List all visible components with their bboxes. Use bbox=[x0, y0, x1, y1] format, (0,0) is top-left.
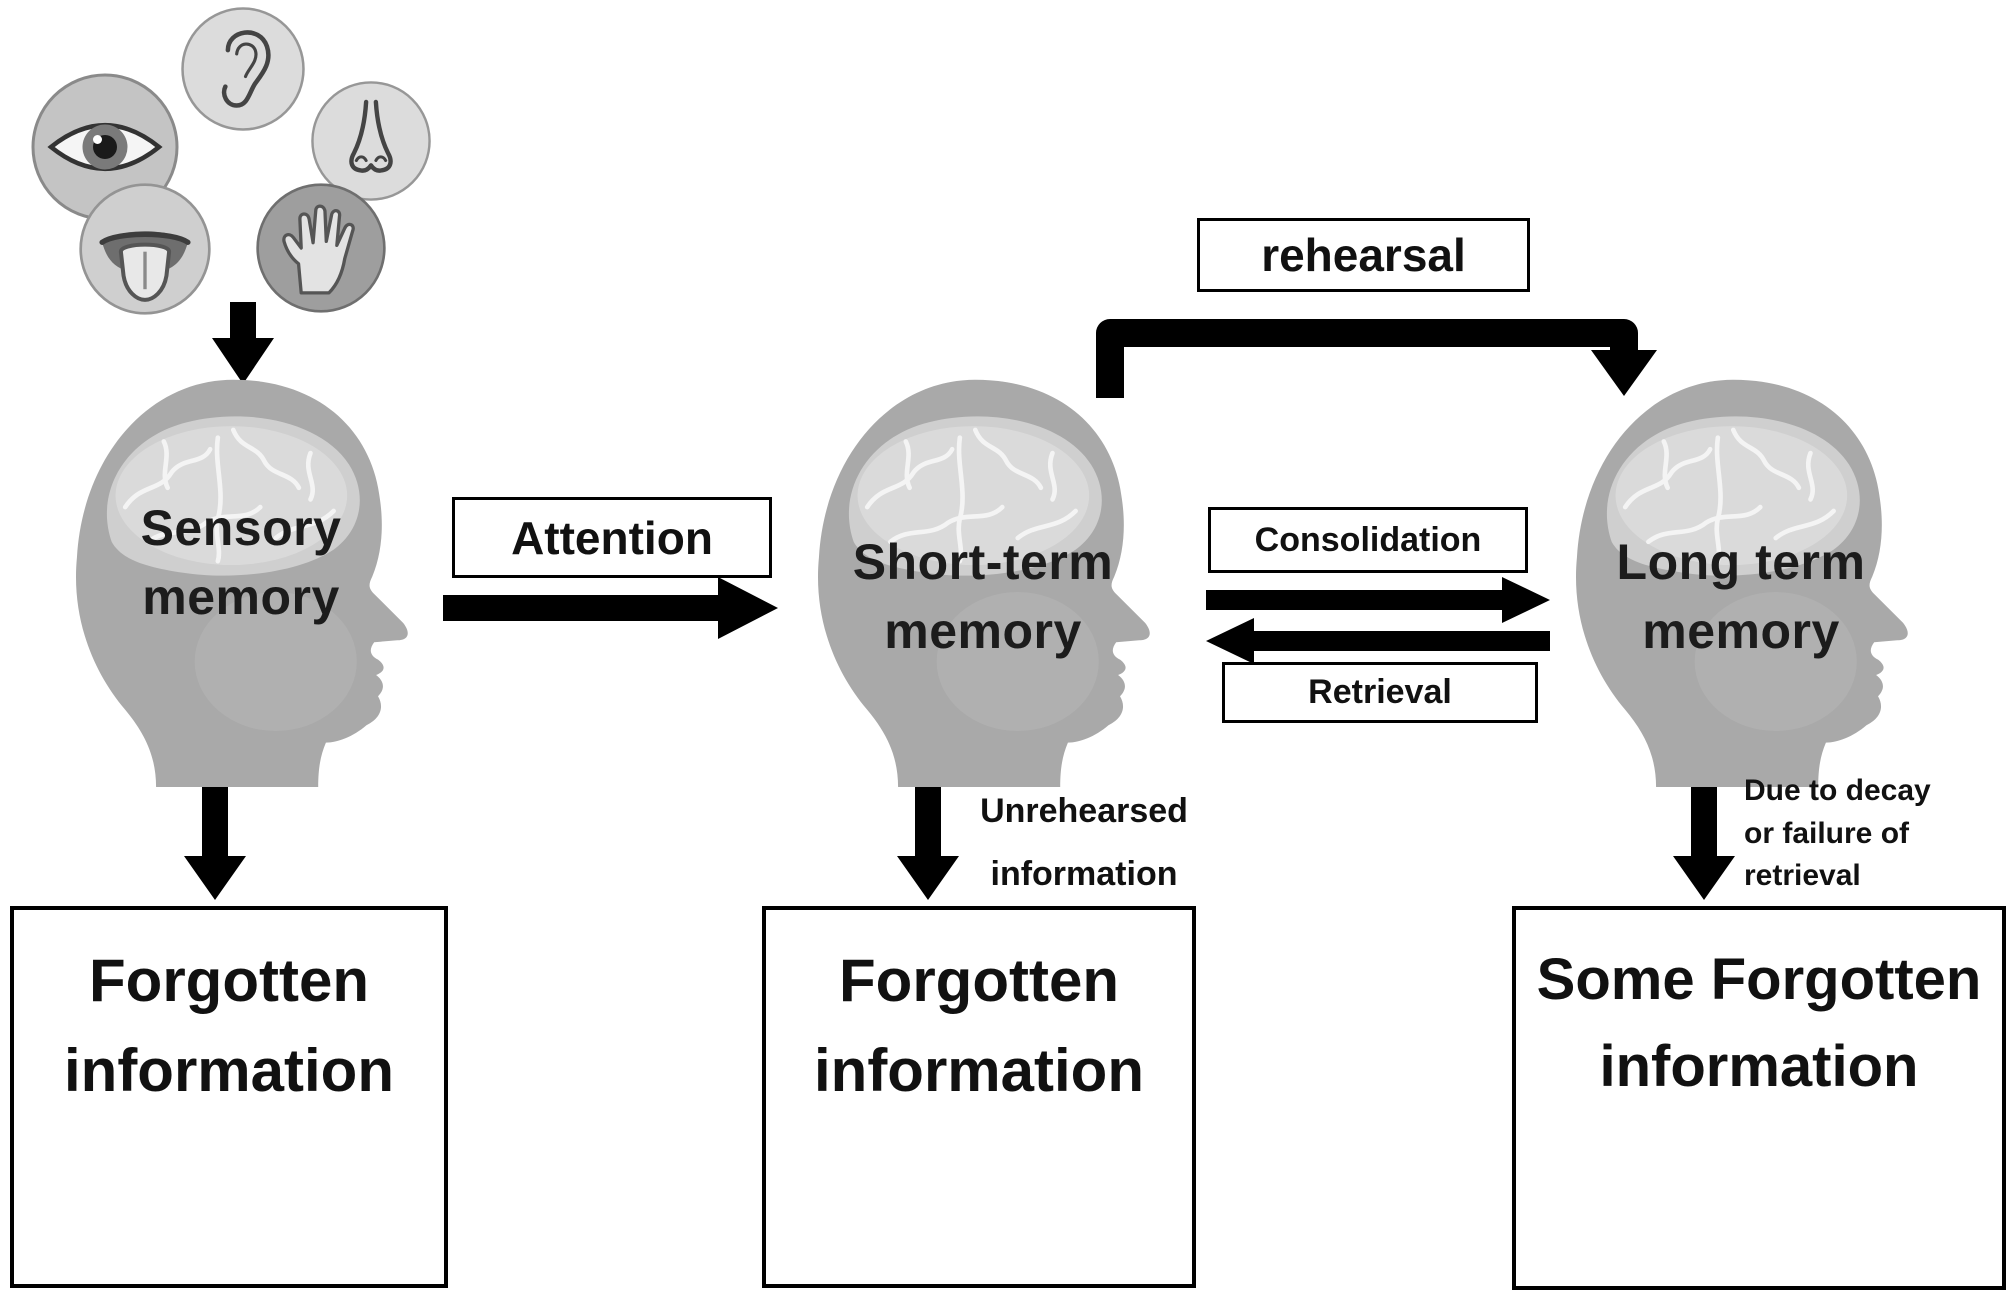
some-forgotten-information-box-long-term: Some Forgotten information bbox=[1512, 906, 2006, 1290]
forgotten-information-box-sensory: Forgotten information bbox=[10, 906, 448, 1288]
forgotten-shortterm-line2: information bbox=[814, 1037, 1144, 1104]
longterm-forgotten-arrow bbox=[1673, 786, 1735, 900]
sensory-memory-label-line2: memory bbox=[142, 569, 340, 625]
unrehearsed-annotation-line1: Unrehearsed bbox=[980, 792, 1188, 830]
short-term-memory-node: Short-term memory bbox=[790, 372, 1176, 787]
long-term-memory-label: Long term memory bbox=[1548, 528, 1934, 666]
long-term-memory-label-line1: Long term bbox=[1616, 534, 1866, 590]
sensory-memory-label-line1: Sensory bbox=[140, 500, 342, 556]
decay-annotation-line2: or failure of bbox=[1744, 816, 1910, 850]
sensory-forgotten-arrow bbox=[184, 786, 246, 900]
hand-icon bbox=[255, 182, 387, 314]
unrehearsed-information-annotation: Unrehearsed information bbox=[950, 780, 1218, 906]
forgotten-shortterm-line1: Forgotten bbox=[839, 947, 1119, 1014]
decay-or-retrieval-failure-annotation: Due to decay or failure of retrieval bbox=[1744, 770, 2006, 898]
attention-arrow bbox=[443, 577, 778, 639]
sensory-memory-label: Sensory memory bbox=[48, 494, 434, 632]
forgotten-longterm-line1: Some Forgotten bbox=[1536, 947, 1982, 1012]
forgotten-information-box-short-term: Forgotten information bbox=[762, 906, 1196, 1288]
ear-icon bbox=[180, 6, 306, 132]
consolidation-arrow bbox=[1206, 577, 1550, 623]
rehearsal-arrow-shaft bbox=[1096, 319, 1638, 398]
attention-label-box: Attention bbox=[452, 497, 772, 578]
short-term-memory-label: Short-term memory bbox=[790, 528, 1176, 666]
consolidation-label-box: Consolidation bbox=[1208, 507, 1528, 573]
retrieval-arrow bbox=[1206, 618, 1550, 664]
unrehearsed-annotation-line2: information bbox=[990, 854, 1178, 893]
sensory-memory-node: Sensory memory bbox=[48, 372, 434, 787]
decay-annotation-line1: Due to decay bbox=[1744, 774, 1931, 807]
forgotten-sensory-line1: Forgotten bbox=[89, 947, 369, 1014]
forgotten-sensory-line2: information bbox=[64, 1037, 394, 1104]
tongue-icon bbox=[78, 182, 212, 316]
nose-icon bbox=[310, 80, 432, 202]
long-term-memory-label-line2: memory bbox=[1642, 603, 1840, 659]
rehearsal-label-box: rehearsal bbox=[1197, 218, 1530, 292]
eye-icon bbox=[30, 72, 180, 222]
short-term-memory-label-line1: Short-term bbox=[852, 534, 1114, 590]
forgotten-longterm-line2: information bbox=[1599, 1034, 1919, 1099]
decay-annotation-line3: retrieval bbox=[1744, 859, 1861, 893]
long-term-memory-node: Long term memory bbox=[1548, 372, 1934, 787]
retrieval-label-box: Retrieval bbox=[1222, 662, 1538, 723]
short-term-memory-label-line2: memory bbox=[884, 603, 1082, 659]
